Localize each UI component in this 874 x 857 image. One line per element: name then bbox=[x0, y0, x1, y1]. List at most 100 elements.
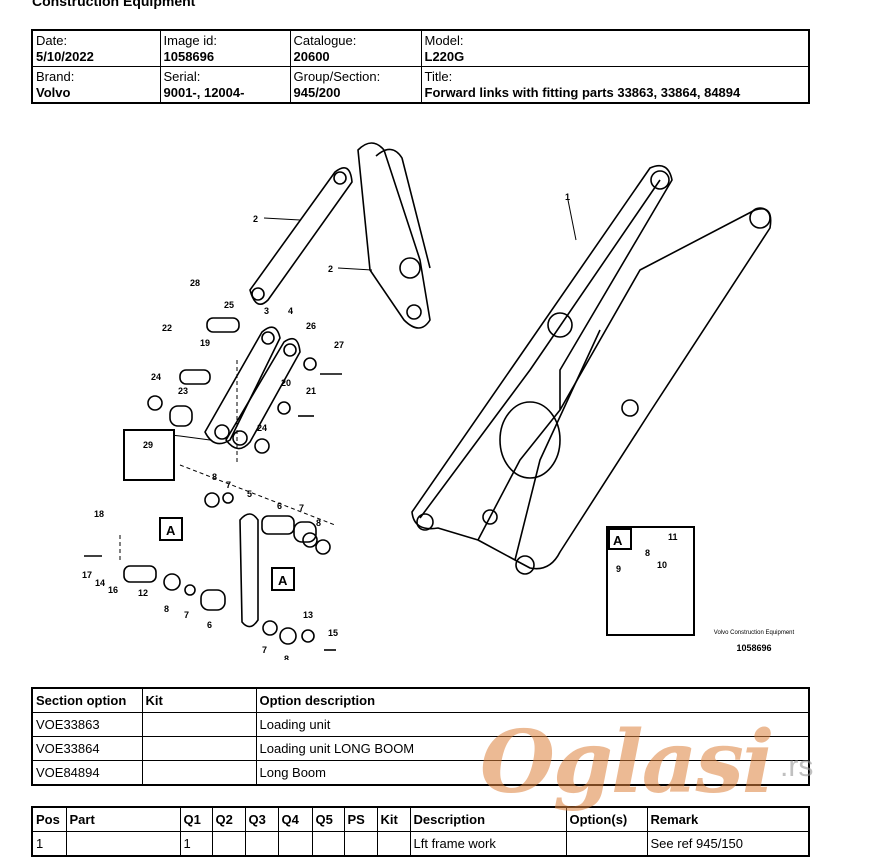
callout: 25 bbox=[224, 300, 234, 310]
image-id-cell: Image id:1058696 bbox=[159, 29, 291, 67]
pivot-hole bbox=[621, 399, 639, 417]
callout: 11 bbox=[668, 532, 678, 542]
cell bbox=[565, 831, 648, 857]
frame-edge bbox=[477, 409, 561, 541]
column-header: Pos bbox=[31, 806, 67, 832]
callout: 6 bbox=[207, 620, 212, 630]
callout: 7 bbox=[184, 610, 189, 620]
pin bbox=[206, 317, 240, 333]
watermark-tld: .rs bbox=[780, 750, 814, 783]
pivot-hole bbox=[251, 287, 265, 301]
detail-box-29 bbox=[123, 429, 175, 481]
callout: 23 bbox=[178, 386, 188, 396]
column-header: PS bbox=[343, 806, 378, 832]
cell bbox=[311, 831, 345, 857]
brand-cell: Brand:Volvo bbox=[31, 66, 161, 104]
callout: 24 bbox=[257, 423, 267, 433]
group-section-cell: Group/Section:945/200 bbox=[289, 66, 422, 104]
callout: 3 bbox=[264, 306, 269, 316]
bushing bbox=[169, 405, 193, 427]
title-cell: Title:Forward links with fitting parts 3… bbox=[420, 66, 810, 104]
callout: 7 bbox=[226, 480, 231, 490]
link-plate bbox=[204, 326, 281, 445]
document-category: Construction Equipment bbox=[32, 0, 196, 9]
model-cell: Model:L220G bbox=[420, 29, 810, 67]
column-header: Kit bbox=[376, 806, 411, 832]
callout: 29 bbox=[143, 440, 153, 450]
section-marker-box bbox=[608, 528, 632, 550]
callout: 1 bbox=[565, 192, 570, 202]
callout: 15 bbox=[328, 628, 338, 638]
header-row: Brand:Volvo Serial:9001-, 12004- Group/S… bbox=[31, 66, 810, 104]
callout: 2 bbox=[253, 214, 258, 224]
link-plate bbox=[225, 337, 301, 450]
callout: 8 bbox=[212, 472, 217, 482]
pivot-hole bbox=[547, 312, 573, 338]
cell: VOE33863 bbox=[31, 712, 143, 737]
callout: 2 bbox=[328, 264, 333, 274]
column-header: Part bbox=[65, 806, 181, 832]
pivot-hole bbox=[416, 513, 434, 531]
column-header: Section option bbox=[31, 687, 143, 713]
cell: VOE33864 bbox=[31, 736, 143, 761]
brand-caption: Volvo Construction Equipment bbox=[714, 630, 795, 636]
pivot-hole bbox=[399, 257, 421, 279]
parts-table: Pos Part Q1 Q2 Q3 Q4 Q5 PS Kit Descripti… bbox=[31, 806, 810, 857]
table-header-row: Section option Kit Option description bbox=[31, 687, 810, 713]
callout: 7 bbox=[262, 645, 267, 655]
callout: 12 bbox=[138, 588, 148, 598]
exploded-parts-diagram: 1 2 2 28 25 3 4 22 19 26 27 24 23 20 21 … bbox=[82, 142, 795, 660]
callout: 9 bbox=[616, 564, 621, 574]
cell: Loading unit LONG BOOM bbox=[255, 736, 810, 761]
link-rod bbox=[239, 513, 259, 628]
cell bbox=[211, 831, 246, 857]
callout: 8 bbox=[316, 518, 321, 528]
callout: 8 bbox=[645, 548, 650, 558]
callout: 14 bbox=[95, 578, 105, 588]
callout: 10 bbox=[657, 560, 667, 570]
column-header: Kit bbox=[141, 687, 257, 713]
column-header: Q4 bbox=[277, 806, 313, 832]
pivot-hole bbox=[749, 207, 771, 229]
table-row: VOE84894 Long Boom bbox=[31, 760, 810, 786]
header-row: Date:5/10/2022 Image id:1058696 Catalogu… bbox=[31, 29, 810, 67]
callout: 6 bbox=[277, 501, 282, 511]
pivot-hole bbox=[515, 555, 535, 575]
link-plate bbox=[357, 142, 431, 329]
cell bbox=[343, 831, 378, 857]
cell bbox=[244, 831, 279, 857]
pin bbox=[179, 369, 211, 385]
column-header: Option description bbox=[255, 687, 810, 713]
frame-edge bbox=[514, 329, 601, 561]
callout: 8 bbox=[164, 604, 169, 614]
table-row: VOE33864 Loading unit LONG BOOM bbox=[31, 736, 810, 761]
callout: 22 bbox=[162, 323, 172, 333]
section-options-table: Section option Kit Option description VO… bbox=[31, 687, 810, 786]
callout: 19 bbox=[200, 338, 210, 348]
callout: 18 bbox=[94, 509, 104, 519]
column-header: Q1 bbox=[179, 806, 213, 832]
cell: See ref 945/150 bbox=[646, 831, 810, 857]
section-marker: A bbox=[278, 573, 288, 588]
section-marker-box bbox=[271, 567, 295, 591]
frame-outline bbox=[411, 164, 772, 570]
callout: 27 bbox=[334, 340, 344, 350]
callout: 24 bbox=[151, 372, 161, 382]
table-row: 1 1 Lft frame work See ref 945/150 bbox=[31, 831, 810, 857]
callout: 21 bbox=[306, 386, 316, 396]
callout: 5 bbox=[247, 489, 252, 499]
frame-edge bbox=[419, 179, 661, 519]
header-table: Date:5/10/2022 Image id:1058696 Catalogu… bbox=[31, 29, 810, 104]
callout: 26 bbox=[306, 321, 316, 331]
column-header: Description bbox=[409, 806, 567, 832]
callout: 4 bbox=[288, 306, 293, 316]
pivot-hole bbox=[406, 304, 422, 320]
callout: 17 bbox=[82, 570, 92, 580]
callout: 16 bbox=[108, 585, 118, 595]
cell: Long Boom bbox=[255, 760, 810, 786]
cell bbox=[277, 831, 313, 857]
cell: 1 bbox=[179, 831, 213, 857]
section-marker: A bbox=[166, 523, 176, 538]
cell bbox=[376, 831, 411, 857]
bushing bbox=[261, 515, 295, 535]
